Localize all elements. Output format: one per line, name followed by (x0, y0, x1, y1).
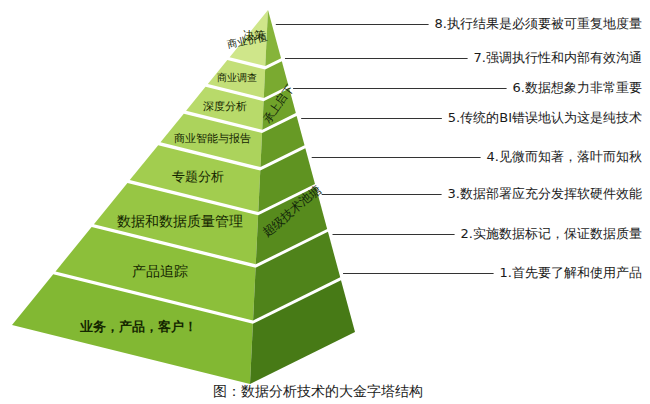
layer-label: 产品追踪 (132, 264, 188, 279)
pyramid-layer: 业务，产品，客户！ (12, 274, 355, 384)
layer-label: 深度分析 (203, 101, 247, 113)
leader-line (343, 273, 494, 274)
principle-note: 2.实施数据标记，保证数据质量 (461, 227, 642, 241)
leader-line (276, 24, 429, 25)
principle-note: 6.数据想象力非常重要 (513, 81, 642, 95)
leader-line (285, 58, 468, 59)
principle-note: 5.传统的BI错误地认为这是纯技术 (448, 111, 642, 125)
layer-label: 商业智能与报告 (174, 133, 251, 145)
leader-line (312, 157, 481, 158)
layer-label: 专题分析 (172, 170, 224, 184)
layer-side-face (250, 280, 355, 384)
layer-side-face (265, 10, 281, 66)
principle-note: 1.首先要了解和使用产品 (500, 266, 642, 280)
layer-label: 业务，产品，客户！ (80, 320, 197, 334)
caption: 图：数据分析技术的大金字塔结构 (213, 384, 423, 399)
principle-note: 4.见微而知著，落叶而知秋 (487, 150, 642, 164)
principle-note: 7.强调执行性和内部有效沟通 (474, 51, 642, 65)
leader-line (333, 234, 455, 235)
principle-note: 3.数据部署应充分发挥软硬件效能 (448, 187, 642, 201)
layer-label: 商业调查 (217, 72, 257, 83)
leader-line (322, 194, 442, 195)
layer-label: 数据和数据质量管理 (117, 214, 243, 229)
leader-line (293, 88, 507, 89)
leader-line (301, 118, 442, 119)
principle-note: 8.执行结果是必须要被可重复地度量 (435, 17, 642, 31)
layer-front-face (12, 274, 253, 384)
